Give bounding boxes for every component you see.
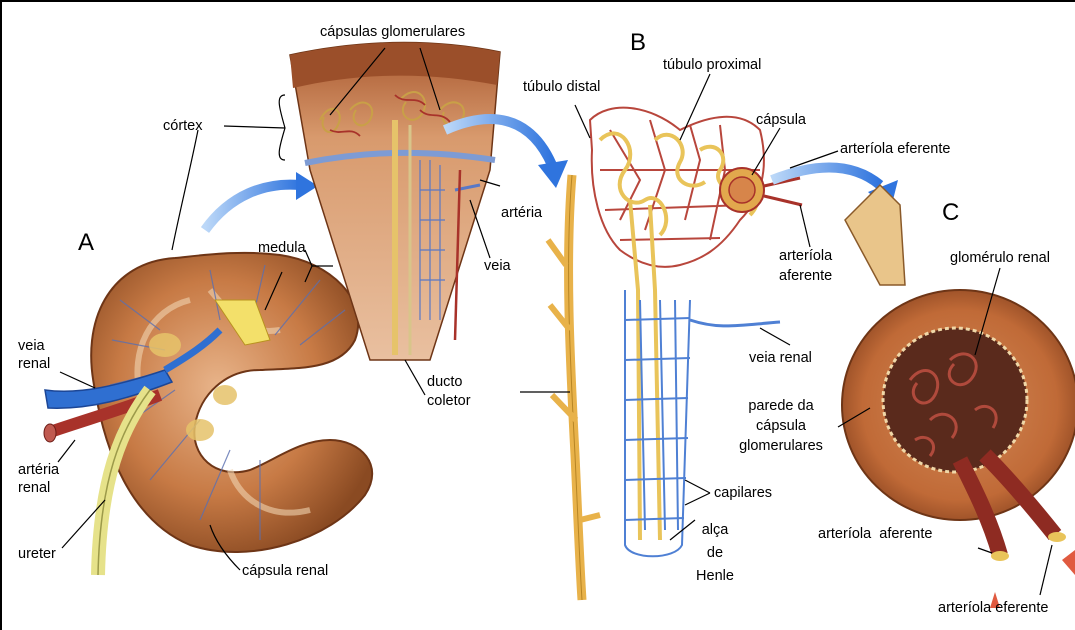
label-parede-2: cápsula [722, 418, 840, 435]
label-ducto-1: ducto [427, 374, 462, 391]
label-medula: medula [258, 240, 306, 257]
panel-a-label: A [78, 230, 94, 256]
label-arteriola-eferente-c: arteríola eferente [938, 600, 1048, 617]
label-arteriola-aferente-c: arteríola aferente [818, 526, 932, 543]
label-arteriola-eferente-top: arteríola eferente [840, 141, 950, 158]
panel-b-label: B [630, 30, 646, 56]
label-arteria-renal-2: renal [18, 480, 50, 497]
label-capsulas-glomerulares: cápsulas glomerulares [320, 24, 465, 41]
label-tubulo-distal: túbulo distal [523, 79, 600, 96]
label-parede-1: parede da [722, 398, 840, 415]
label-arteria-renal-1: artéria [18, 462, 59, 479]
label-arteria: artéria [501, 205, 542, 222]
label-ureter: ureter [18, 546, 56, 563]
label-arteriola-aferente-1: arteríola [779, 248, 832, 265]
corpuscle-drawing [842, 185, 1075, 608]
label-arteriola-aferente-2: aferente [779, 268, 832, 285]
label-veia: veia [484, 258, 511, 275]
label-alca-1: alça [685, 522, 745, 539]
label-glomerulo-renal: glomérulo renal [950, 250, 1050, 267]
label-tubulo-proximal: túbulo proximal [663, 57, 761, 74]
label-parede-3: glomerulares [722, 438, 840, 455]
label-veia-renal-a-1: veia [18, 338, 45, 355]
label-alca-2: de [685, 545, 745, 562]
label-capilares: capilares [714, 485, 772, 502]
label-cortex: córtex [163, 118, 203, 135]
label-veia-renal-b: veia renal [749, 350, 812, 367]
label-capsula: cápsula [756, 112, 806, 129]
label-capsula-renal: cápsula renal [242, 563, 328, 580]
label-ducto-2: coletor [427, 393, 471, 410]
label-alca-3: Henle [685, 568, 745, 585]
panel-c-label: C [942, 200, 959, 226]
label-veia-renal-a-2: renal [18, 356, 50, 373]
